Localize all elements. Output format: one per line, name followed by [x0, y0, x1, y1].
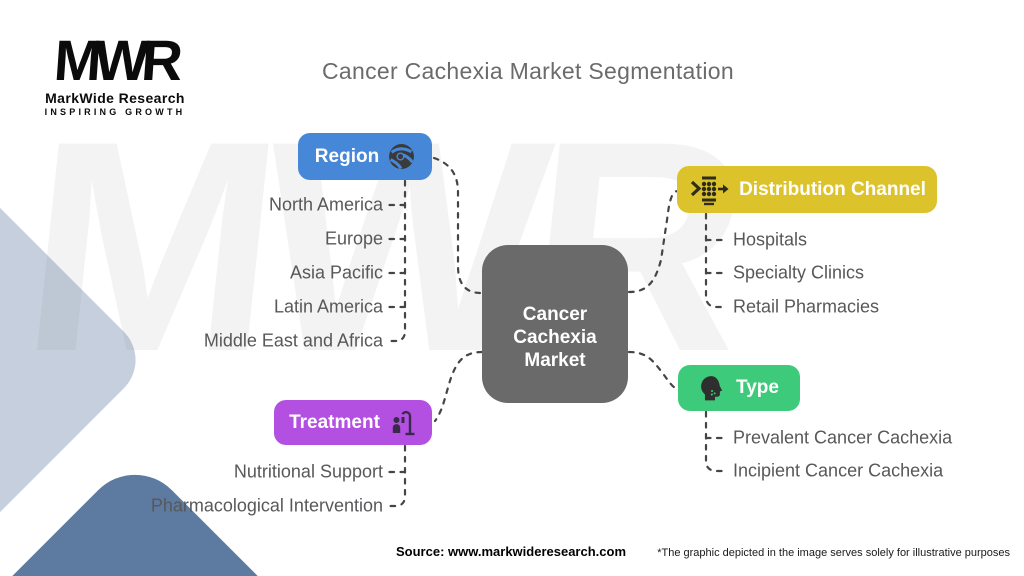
logo-mark: MWR: [52, 29, 178, 93]
branch-label-distribution-channel: Distribution Channel: [739, 178, 926, 200]
type-item: Prevalent Cancer Cachexia: [733, 427, 953, 448]
region-item: Asia Pacific: [289, 262, 383, 283]
region-item: Latin America: [273, 296, 383, 317]
page-title: Cancer Cachexia Market Segmentation: [322, 58, 734, 84]
branch-label-type: Type: [736, 377, 779, 398]
logo-name: MarkWide Research: [45, 90, 185, 106]
region-item: Middle East and Africa: [203, 330, 383, 351]
distribution-channel-item: Hospitals: [733, 229, 808, 250]
branch-node-region: Region: [298, 133, 432, 180]
branch-label-region: Region: [314, 145, 380, 167]
distribution-channel-item: Specialty Clinics: [733, 262, 865, 283]
brand-logo: MWR MarkWide Research INSPIRING GROWTH: [30, 29, 200, 117]
source-text: Source: www.markwideresearch.com: [396, 544, 627, 559]
disclaimer-text: *The graphic depicted in the image serve…: [657, 547, 1010, 559]
central-node: Cancer Cachexia Market: [482, 245, 628, 403]
distribution-flow-icon: [688, 174, 730, 206]
iv-drip-patient-icon: [389, 408, 417, 438]
branch-node-type: Type: [678, 365, 800, 411]
globe-icon: [388, 143, 415, 170]
central-node-label-line: Market: [524, 349, 586, 371]
treatment-item: Pharmacological Intervention: [150, 495, 383, 516]
region-item: Europe: [324, 228, 383, 249]
branch-node-distribution-channel: Distribution Channel: [677, 166, 937, 213]
head-profile-icon: [699, 374, 727, 402]
logo-tagline: INSPIRING GROWTH: [44, 107, 186, 117]
distribution-channel-item: Retail Pharmacies: [733, 296, 880, 317]
branch-node-treatment: Treatment: [274, 400, 432, 445]
treatment-item: Nutritional Support: [233, 461, 383, 482]
central-node-label-line: Cachexia: [513, 326, 597, 348]
type-item: Incipient Cancer Cachexia: [733, 460, 944, 481]
region-item: North America: [268, 194, 383, 215]
central-node-label-line: Cancer: [522, 303, 588, 325]
branch-label-treatment: Treatment: [289, 411, 380, 433]
